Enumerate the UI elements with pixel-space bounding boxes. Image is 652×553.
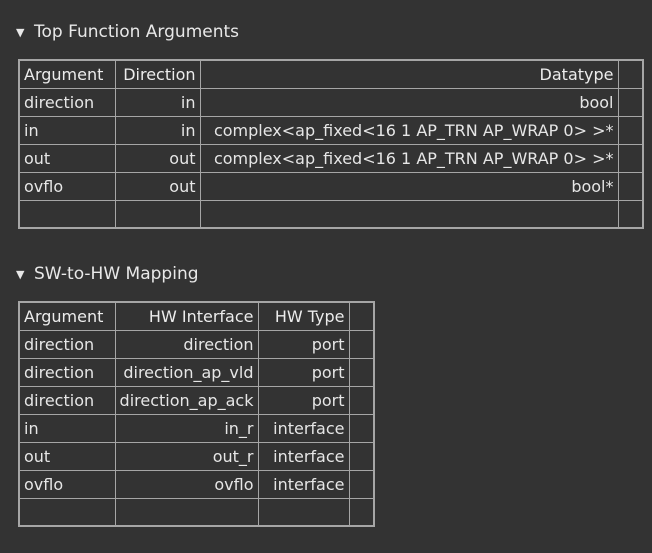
column-header-datatype[interactable]: Datatype (199, 59, 619, 89)
column-header-hw-type[interactable]: HW Type (257, 301, 350, 331)
cell-datatype: bool* (199, 171, 619, 201)
cell-filler (617, 171, 644, 201)
cell-datatype: complex<ap_fixed<16 1 AP_TRN AP_WRAP 0> … (199, 143, 619, 173)
cell-datatype: complex<ap_fixed<16 1 AP_TRN AP_WRAP 0> … (199, 115, 619, 145)
table-row[interactable]: direction in bool (18, 87, 644, 117)
cell-hw-type: port (257, 329, 350, 359)
cell-direction: out (114, 143, 201, 173)
cell-filler (348, 329, 375, 359)
sw-to-hw-mapping-header[interactable]: ▼ SW-to-HW Mapping (16, 262, 199, 286)
table-row[interactable]: direction direction port (18, 329, 375, 359)
cell-hw-type: interface (257, 441, 350, 471)
cell-argument: in (18, 413, 116, 443)
table-row[interactable]: out out complex<ap_fixed<16 1 AP_TRN AP_… (18, 143, 644, 173)
cell-argument: direction (18, 357, 116, 387)
column-header-argument[interactable]: Argument (18, 59, 116, 89)
table-row[interactable]: ovflo out bool* (18, 171, 644, 201)
table-row[interactable]: out out_r interface (18, 441, 375, 471)
cell-hw-interface: direction (114, 329, 259, 359)
cell-direction: out (114, 171, 201, 201)
cell-argument: ovflo (18, 171, 116, 201)
collapse-caret-icon[interactable]: ▼ (16, 267, 25, 281)
table-header-row: Argument Direction Datatype (18, 59, 644, 89)
table-row[interactable]: in in_r interface (18, 413, 375, 443)
table-row[interactable]: direction direction_ap_vld port (18, 357, 375, 387)
section-title: Top Function Arguments (34, 22, 240, 42)
column-header-argument[interactable]: Argument (18, 301, 116, 331)
cell-filler (348, 469, 375, 499)
cell-datatype: bool (199, 87, 619, 117)
cell-filler (348, 385, 375, 415)
cell-filler (617, 115, 644, 145)
cell-hw-type: port (257, 357, 350, 387)
column-header-filler (617, 59, 644, 89)
top-function-arguments-table: Argument Direction Datatype direction in… (18, 59, 644, 229)
top-function-arguments-header[interactable]: ▼ Top Function Arguments (16, 20, 239, 44)
cell-argument: direction (18, 385, 116, 415)
column-header-direction[interactable]: Direction (114, 59, 201, 89)
cell-filler (617, 87, 644, 117)
cell-direction: in (114, 87, 201, 117)
cell-filler (348, 413, 375, 443)
cell-hw-interface: out_r (114, 441, 259, 471)
collapse-caret-icon[interactable]: ▼ (16, 25, 25, 39)
cell-argument: direction (18, 87, 116, 117)
cell-filler (348, 357, 375, 387)
table-row[interactable]: direction direction_ap_ack port (18, 385, 375, 415)
cell-hw-interface: direction_ap_ack (114, 385, 259, 415)
cell-hw-interface: in_r (114, 413, 259, 443)
table-header-row: Argument HW Interface HW Type (18, 301, 375, 331)
cell-hw-type: port (257, 385, 350, 415)
table-empty-row (18, 497, 375, 527)
cell-hw-type: interface (257, 413, 350, 443)
column-header-filler (348, 301, 375, 331)
cell-hw-interface: ovflo (114, 469, 259, 499)
section-title: SW-to-HW Mapping (34, 264, 199, 284)
cell-direction: in (114, 115, 201, 145)
cell-argument: in (18, 115, 116, 145)
cell-hw-type: interface (257, 469, 350, 499)
table-empty-row (18, 199, 644, 229)
cell-filler (348, 441, 375, 471)
table-row[interactable]: in in complex<ap_fixed<16 1 AP_TRN AP_WR… (18, 115, 644, 145)
column-header-hw-interface[interactable]: HW Interface (114, 301, 259, 331)
cell-argument: out (18, 441, 116, 471)
cell-argument: out (18, 143, 116, 173)
cell-argument: direction (18, 329, 116, 359)
cell-hw-interface: direction_ap_vld (114, 357, 259, 387)
table-row[interactable]: ovflo ovflo interface (18, 469, 375, 499)
cell-argument: ovflo (18, 469, 116, 499)
cell-filler (617, 143, 644, 173)
sw-to-hw-mapping-table: Argument HW Interface HW Type direction … (18, 301, 375, 527)
